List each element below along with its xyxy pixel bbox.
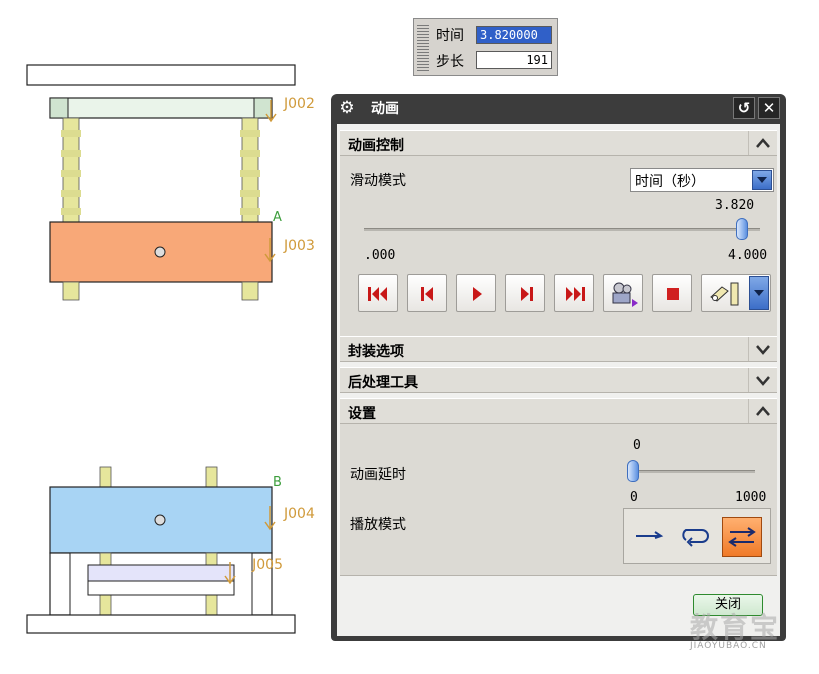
- time-slider-min: .000: [364, 248, 396, 263]
- animation-dialog: ⚙ 动画 ↺ ✕ 动画控制 滑动模式 时间（秒） 3.820 .000 4.00…: [331, 94, 786, 641]
- step-back-button[interactable]: [407, 274, 447, 312]
- delay-slider-max: 1000: [735, 490, 767, 505]
- time-step-toolbar: 时间 3.820000 步长 191: [413, 18, 558, 76]
- chevron-down-icon[interactable]: [748, 368, 777, 392]
- loop-options-icon: [710, 282, 739, 306]
- stop-icon: [667, 288, 679, 300]
- section-title: 设置: [348, 406, 376, 422]
- chevron-down-icon[interactable]: [752, 170, 772, 190]
- play-once-button[interactable]: [632, 518, 668, 554]
- arrow-icon: [264, 238, 276, 263]
- joint-label-j004: J004: [284, 506, 315, 522]
- step-input[interactable]: 191: [476, 51, 552, 69]
- time-input[interactable]: 3.820000: [476, 26, 552, 44]
- guide-pillar-left: [61, 117, 81, 224]
- section-header-package-options[interactable]: 封装选项: [340, 336, 777, 362]
- watermark-logo: 教育宝: [690, 611, 781, 644]
- loop-icon: [682, 529, 709, 547]
- time-slider-thumb[interactable]: [736, 218, 749, 240]
- ping-pong-button[interactable]: [722, 517, 762, 557]
- upper-mold-assembly: [26, 64, 296, 301]
- time-label: 时间: [436, 28, 464, 44]
- chevron-up-icon[interactable]: [748, 399, 777, 423]
- play-mode-label: 播放模式: [350, 517, 406, 533]
- camera-record-button[interactable]: [603, 274, 643, 312]
- loop-options-dropdown[interactable]: [701, 274, 771, 312]
- delay-slider-min: 0: [630, 490, 638, 505]
- time-slider-track[interactable]: [364, 228, 760, 231]
- step-back-icon: [421, 287, 433, 301]
- chevron-down-icon[interactable]: [749, 276, 769, 310]
- loop-button[interactable]: [676, 518, 712, 554]
- video-camera-icon: [612, 282, 638, 307]
- play-mode-group: [623, 508, 771, 564]
- arrow-icon: [264, 506, 276, 531]
- stop-button[interactable]: [652, 274, 692, 312]
- arrow-right-icon: [636, 531, 664, 539]
- dialog-titlebar[interactable]: ⚙ 动画 ↺ ✕: [331, 94, 786, 122]
- plate-hole: [154, 514, 166, 526]
- dialog-title: 动画: [371, 101, 399, 117]
- chevron-down-icon[interactable]: [748, 337, 777, 361]
- slide-mode-dropdown[interactable]: 时间（秒）: [630, 168, 774, 192]
- gear-icon[interactable]: ⚙: [339, 98, 355, 118]
- ejector-plate-j005: [87, 564, 235, 582]
- reset-icon[interactable]: ↺: [733, 97, 755, 119]
- fast-forward-to-end-button[interactable]: [554, 274, 594, 312]
- joint-label-j002: J002: [284, 96, 315, 112]
- step-label: 步长: [436, 54, 464, 70]
- section-header-settings[interactable]: 设置: [340, 398, 777, 424]
- section-title: 后处理工具: [348, 375, 418, 391]
- slide-mode-label: 滑动模式: [350, 173, 406, 189]
- arrow-icon: [224, 562, 236, 585]
- chevron-up-icon[interactable]: [748, 131, 777, 155]
- section-header-post-tools[interactable]: 后处理工具: [340, 367, 777, 393]
- watermark-url: JIAOYUBAO.CN: [690, 641, 767, 651]
- time-slider-max: 4.000: [728, 248, 768, 263]
- top-clamp-plate: [26, 64, 296, 86]
- section-title: 动画控制: [348, 138, 404, 154]
- section-title: 封装选项: [348, 344, 404, 360]
- delay-slider-track[interactable]: [633, 470, 755, 473]
- fast-forward-to-end-icon: [566, 287, 585, 301]
- play-button[interactable]: [456, 274, 496, 312]
- ping-pong-icon: [728, 527, 756, 547]
- model-viewport[interactable]: [0, 0, 330, 674]
- arrow-icon: [265, 100, 277, 123]
- delay-label: 动画延时: [350, 467, 406, 483]
- delay-slider-thumb[interactable]: [627, 460, 639, 482]
- joint-label-j005: J005: [252, 557, 283, 573]
- rewind-to-start-icon: [368, 287, 387, 301]
- upper-plate-j002: [49, 97, 273, 119]
- lower-mold-assembly: [26, 466, 296, 634]
- close-icon[interactable]: ✕: [758, 97, 780, 119]
- animation-control-panel: 滑动模式 时间（秒） 3.820 .000 4.000: [340, 156, 777, 338]
- section-header-animation-control[interactable]: 动画控制: [340, 130, 777, 156]
- rewind-to-start-button[interactable]: [358, 274, 398, 312]
- plate-hole: [154, 246, 166, 258]
- time-slider-current: 3.820: [715, 198, 755, 213]
- close-button[interactable]: 关闭: [693, 594, 763, 616]
- playback-toolbar: [358, 274, 778, 314]
- step-forward-icon: [521, 287, 533, 301]
- slide-mode-value: 时间（秒）: [635, 174, 705, 190]
- play-icon: [473, 287, 482, 301]
- marker-label-a: A: [273, 210, 282, 225]
- dialog-body: 动画控制 滑动模式 时间（秒） 3.820 .000 4.000: [337, 124, 780, 636]
- joint-label-j003: J003: [284, 238, 315, 254]
- settings-panel: 0 动画延时 0 1000 播放模式: [340, 424, 777, 576]
- bottom-clamp-plate: [26, 614, 296, 634]
- marker-label-b: B: [273, 475, 282, 490]
- delay-slider-current: 0: [633, 438, 641, 453]
- guide-pillar-right: [240, 117, 260, 224]
- toolbar-grip-handle[interactable]: [417, 23, 429, 71]
- step-forward-button[interactable]: [505, 274, 545, 312]
